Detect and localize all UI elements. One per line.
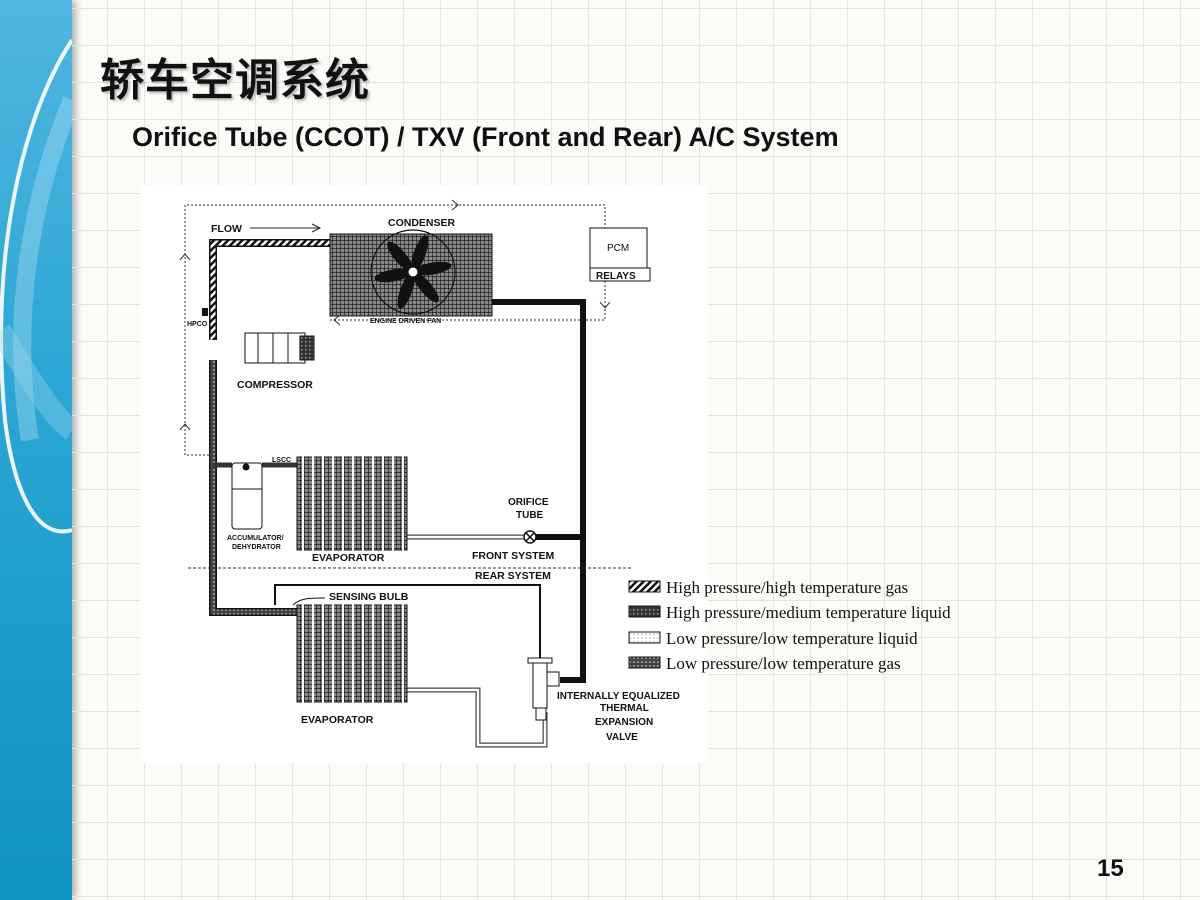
expansion-valve bbox=[527, 657, 560, 721]
hpco-switch bbox=[202, 308, 208, 316]
accumulator bbox=[231, 462, 263, 530]
slide-subtitle: Orifice Tube (CCOT) / TXV (Front and Rea… bbox=[132, 122, 839, 152]
accumulator-label: ACCUMULATOR/ bbox=[227, 535, 284, 542]
relays-label: RELAYS bbox=[596, 271, 636, 282]
pcm-label: PCM bbox=[607, 243, 629, 254]
txv-label-line1: INTERNALLY EQUALIZED bbox=[557, 691, 680, 702]
orifice-tube-icon bbox=[523, 530, 537, 544]
front-evaporator-label: EVAPORATOR bbox=[312, 552, 385, 564]
compressor-label: COMPRESSOR bbox=[237, 379, 313, 391]
legend-item: High pressure/medium temperature liquid bbox=[666, 603, 951, 622]
legend-swatch-hp-liquid bbox=[628, 605, 661, 618]
fan-icon bbox=[374, 235, 452, 309]
txv-label-line3: EXPANSION bbox=[595, 717, 653, 728]
lp-gas-pipe bbox=[210, 360, 297, 615]
hpco-label: HPCO bbox=[187, 321, 208, 328]
compressor bbox=[244, 332, 315, 364]
front-system-label: FRONT SYSTEM bbox=[472, 550, 555, 562]
equalizer-line bbox=[274, 584, 541, 660]
condenser bbox=[329, 229, 493, 317]
txv-label-line2: THERMAL bbox=[600, 703, 649, 714]
legend-swatch-hp-gas bbox=[628, 580, 661, 593]
legend-item: High pressure/high temperature gas bbox=[666, 578, 908, 597]
rear-evaporator-label: EVAPORATOR bbox=[301, 714, 374, 726]
lp-liquid-pipe-rear bbox=[407, 688, 547, 747]
page-number: 15 bbox=[1097, 855, 1124, 882]
rear-system-label: REAR SYSTEM bbox=[475, 570, 551, 582]
flow-arrows bbox=[179, 199, 611, 431]
hp-liquid-pipe bbox=[492, 299, 586, 683]
slide-title: 轿车空调系统 bbox=[100, 55, 370, 106]
front-evaporator bbox=[296, 453, 408, 553]
hp-gas-pipe bbox=[210, 240, 332, 340]
relays-box bbox=[589, 267, 651, 282]
rear-evaporator bbox=[296, 600, 408, 705]
engine-fan-label: ENGINE DRIVEN FAN bbox=[370, 318, 441, 325]
swoosh-decoration bbox=[0, 38, 72, 534]
legend: High pressure/high temperature gas High … bbox=[628, 578, 951, 673]
tube-label: TUBE bbox=[516, 510, 544, 521]
legend-swatch-lp-liquid bbox=[628, 631, 661, 644]
legend-swatch-lp-gas bbox=[628, 656, 661, 669]
orifice-label: ORIFICE bbox=[508, 497, 549, 508]
flow-arrow bbox=[250, 223, 322, 233]
dehydrator-label: DEHYDRATOR bbox=[232, 544, 281, 551]
legend-item: Low pressure/low temperature gas bbox=[666, 654, 901, 673]
pcm-box bbox=[589, 227, 648, 269]
decorative-side-band bbox=[0, 0, 72, 900]
flow-label: FLOW bbox=[211, 223, 242, 235]
hp-gas-pipe-outline bbox=[209, 239, 332, 340]
condenser-label: CONDENSER bbox=[388, 217, 456, 229]
lscc-label: LSCC bbox=[272, 457, 291, 464]
control-wiring bbox=[184, 204, 606, 456]
txv-label-line4: VALVE bbox=[606, 732, 638, 743]
legend-item: Low pressure/low temperature liquid bbox=[666, 629, 918, 648]
sensing-bulb-label: SENSING BULB bbox=[329, 591, 409, 603]
